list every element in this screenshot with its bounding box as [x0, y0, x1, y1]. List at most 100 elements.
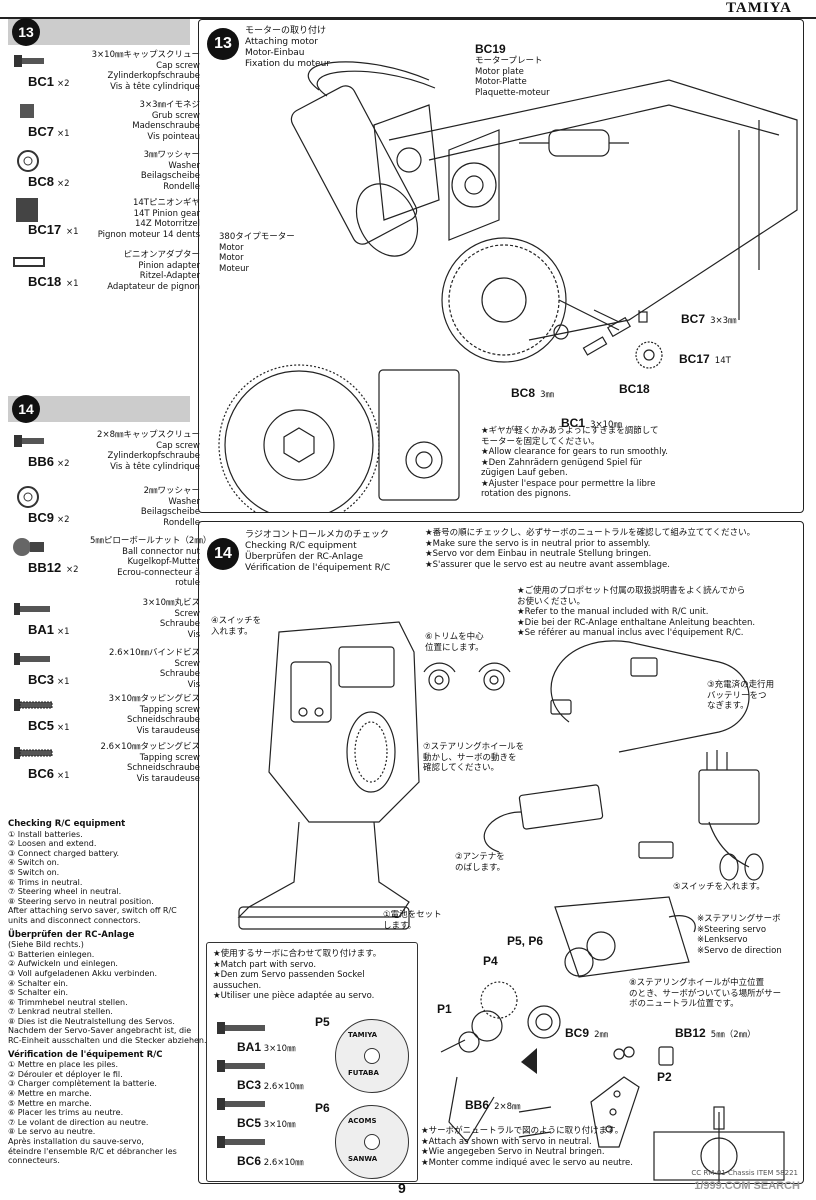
- neutral-note-line: ★Servo vor dem Einbau in neutrale Stellu…: [425, 549, 652, 559]
- checklist-de-line: Nachdem der Servo-Saver angebracht ist, …: [8, 1026, 192, 1036]
- checklist-en-title: Checking R/C equipment: [8, 819, 126, 829]
- part-qty: ×2: [66, 565, 79, 575]
- part-desc-line: Pinion adapter: [138, 260, 200, 271]
- manual-note-line: ★Die bei der RC-Anlage enthaltane Anleit…: [517, 617, 756, 628]
- part-bc6-icon: [14, 747, 53, 759]
- callout-c7-line: ⑦ステアリングホイールを: [423, 742, 525, 752]
- checklist-fr-line: ⑦ Le volant de direction au neutre.: [8, 1117, 149, 1127]
- screw-size: 2.6×10㎜: [261, 1158, 304, 1168]
- part-desc-line: Zylinderkopfschraube: [107, 71, 201, 81]
- checklist-de-line: ⑧ Dies ist die Neutralstellung des Servo…: [8, 1016, 175, 1026]
- callout-switch-on-esc: ⑤スイッチを入れます。: [673, 882, 765, 892]
- step13-panel: 13 モーターの取り付け Attaching motor Motor-Einba…: [198, 19, 804, 513]
- header-rule: [0, 17, 816, 19]
- checklist-fr-line: ② Dérouler et déployer le fil.: [8, 1069, 123, 1079]
- part-desc-line: 3㎜ワッシャー: [143, 150, 200, 160]
- attach-note-line: ★Wie angegeben Servo in Neutral bringen.: [421, 1147, 605, 1157]
- bc18-label: BC18: [619, 382, 650, 396]
- step13-title-de: Motor-Einbau: [245, 48, 305, 58]
- part-qty: ×1: [57, 129, 70, 139]
- servo-parts-note-line: ★Utiliser une pièce adaptée au servo.: [213, 991, 375, 1001]
- motor-line: Motor: [219, 253, 244, 263]
- label-bc9: BC9 2㎜: [565, 1022, 608, 1041]
- part-desc-line: Vis: [187, 679, 200, 690]
- manual-note-line: ★Se référer au manual inclus avec l'équi…: [517, 628, 744, 638]
- step14-title-en: Checking R/C equipment: [245, 541, 357, 551]
- part-code: BB12: [28, 560, 62, 575]
- part-desc-line: 3×10㎜キャップスクリュー: [91, 50, 200, 60]
- watermark-text: 1/999.COM SEARCH: [694, 1180, 800, 1192]
- callout-c8-line: ボのニュートラル位置です。: [629, 999, 739, 1009]
- callout-c3-line: ③充電済の走行用: [707, 680, 775, 690]
- bc8-size: 3㎜: [540, 390, 555, 400]
- part-qty: ×1: [57, 627, 70, 637]
- step13-title-fr: Fixation du moteur: [245, 59, 330, 69]
- screw-size: 3×10㎜: [261, 1044, 296, 1054]
- checklist-fr-title: Vérification de l'équipement R/C: [8, 1049, 163, 1060]
- part-bc7-icon: [20, 104, 34, 118]
- bc19-line: モータープレート: [475, 56, 543, 66]
- bc17-size: 14T: [714, 356, 731, 366]
- servo-label-line: ※Servo de direction: [697, 945, 782, 956]
- part-bb12-icon: [13, 538, 44, 556]
- part-desc-line: Beilagscheibe: [140, 171, 200, 181]
- step13-title-en: Attaching motor: [245, 37, 319, 47]
- part-desc-line: Cap screw: [156, 60, 200, 71]
- part-desc-line: rotule: [175, 578, 200, 588]
- part-qty: ×2: [57, 459, 70, 469]
- callout-switch-on-tx: ④スイッチを入れます。: [211, 616, 261, 637]
- bb6-code: BB6: [465, 1098, 490, 1112]
- checklist-en-line: ② Loosen and extend.: [8, 839, 97, 849]
- checklist-en-line: ① Install batteries.: [8, 829, 83, 839]
- screw-size: 3×10㎜: [261, 1120, 296, 1130]
- checklist-en-line: ③ Connect charged battery.: [8, 848, 120, 858]
- step13-note-line: ★Ajuster l'espace pour permettre la libr…: [481, 478, 656, 489]
- part-code: BA1: [28, 622, 55, 637]
- part-qty: ×1: [66, 279, 79, 289]
- checklist-fr-line: ⑤ Mettre en marche.: [8, 1098, 92, 1108]
- part-desc-line: Rondelle: [163, 517, 200, 528]
- label-p1: P1: [437, 1002, 452, 1016]
- step13-panel-badge: 13: [207, 28, 239, 60]
- part-desc-line: Tapping screw: [139, 752, 200, 763]
- part-code: BC8: [28, 174, 55, 189]
- part-desc-line: 14Tピニオンギヤ: [132, 198, 200, 208]
- part-code: BC7: [28, 124, 55, 139]
- neutral-note: ★番号の順にチェックし、必ずサーボのニュートラルを確認して組み立ててください。★…: [425, 528, 755, 570]
- motor-line: 380タイプモーター: [219, 232, 295, 242]
- step14-number-badge: 14: [12, 395, 40, 423]
- callout-c1-line: します。: [383, 920, 417, 931]
- step13-note-line: ★ギヤが軽くかみあうようにすきまを調節して: [481, 426, 659, 436]
- part-code: BC5: [28, 718, 55, 733]
- screw-code: BC5: [237, 1116, 262, 1130]
- label-p5-p6: P5, P6: [507, 934, 544, 948]
- bc9-code: BC9: [565, 1026, 590, 1040]
- part-code: BC6: [28, 766, 55, 781]
- checklist-de-line: ④ Schalter ein.: [8, 978, 69, 988]
- step13-note-line: ★Allow clearance for gears to run smooth…: [481, 447, 668, 457]
- servo-label-line: ※Lenkservo: [697, 935, 748, 945]
- checklist-fr-line: connecteurs.: [8, 1156, 60, 1166]
- part-desc-line: Washer: [168, 160, 200, 171]
- watermark: 1/999.COM SEARCH: [694, 1180, 800, 1192]
- bc8-label: BC8 3㎜: [511, 382, 554, 401]
- callout-c2-line: ②アンテナを: [455, 852, 505, 862]
- checklist-fr-line: ⑧ Le servo au neutre.: [8, 1127, 96, 1137]
- servo-brand: SANWA: [348, 1155, 378, 1163]
- label-bb12: BB12 5㎜（2㎜）: [675, 1022, 756, 1041]
- screw-code: BC6: [237, 1154, 262, 1168]
- step14-panel: 14 ラジオコントロールメカのチェック Checking R/C equipme…: [198, 521, 804, 1184]
- checklist-de-sub: (Siehe Bild rechts.): [8, 940, 84, 950]
- part-desc-line: Kugelkopf-Mutter: [127, 557, 200, 567]
